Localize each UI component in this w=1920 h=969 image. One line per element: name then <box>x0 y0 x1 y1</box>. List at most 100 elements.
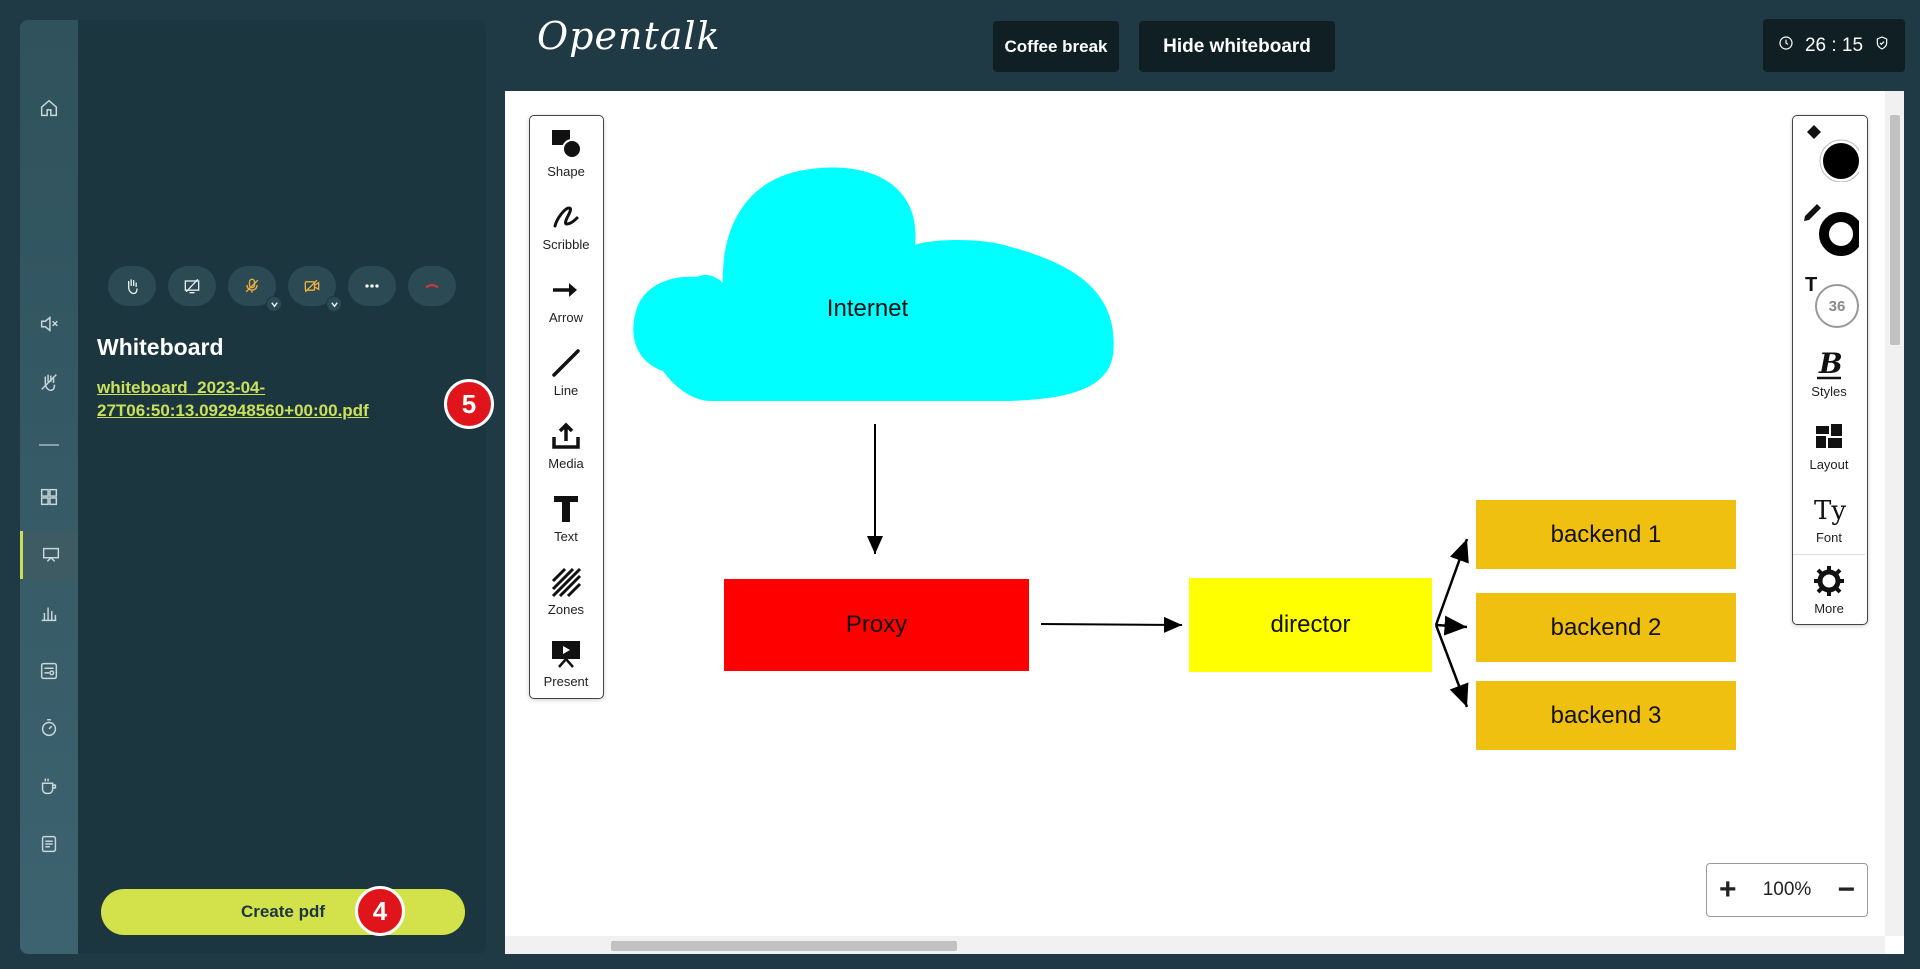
styles-button[interactable]: B Styles <box>1793 338 1865 408</box>
backend-2-node[interactable]: backend 2 <box>1476 593 1736 662</box>
layout-button[interactable]: Layout <box>1793 411 1865 481</box>
styles-label: Styles <box>1811 384 1847 399</box>
statistics-icon[interactable] <box>20 589 78 637</box>
stroke-color-picker[interactable] <box>1793 190 1865 264</box>
arrow-icon <box>553 283 577 297</box>
fill-color-picker[interactable] <box>1793 116 1865 190</box>
line-icon <box>552 349 580 377</box>
speaker-muted-icon[interactable] <box>20 300 78 348</box>
bold-italic-icon: B <box>1817 347 1843 380</box>
arrow-director-backend-3[interactable] <box>1434 624 1469 708</box>
call-controls <box>108 266 456 312</box>
protocol-icon[interactable] <box>20 820 78 868</box>
text-tool[interactable]: Text <box>530 483 602 553</box>
arrow-tool[interactable]: Arrow <box>530 264 602 334</box>
coffee-break-label: Coffee break <box>1004 36 1108 56</box>
zones-icon <box>551 567 582 598</box>
zoom-in-button[interactable]: + <box>1719 873 1737 906</box>
whiteboard-panel: Whiteboard whiteboard_2023-04-27T06:50:1… <box>78 20 494 954</box>
paint-bucket-icon <box>1807 124 1859 182</box>
chevron-down-icon[interactable] <box>266 296 282 312</box>
create-pdf-button[interactable]: Create pdf <box>101 889 465 935</box>
proxy-node[interactable]: Proxy <box>724 579 1029 671</box>
font-size-picker[interactable]: T 36 <box>1793 266 1865 336</box>
diagram-connectors <box>867 424 1469 708</box>
internet-cloud-shape[interactable] <box>631 165 1115 411</box>
rail-divider <box>39 444 59 446</box>
svg-text:Ty: Ty <box>1814 496 1846 526</box>
more-button[interactable]: More <box>1793 554 1865 624</box>
annotation-badge-5: 5 <box>444 379 494 429</box>
poll-icon[interactable] <box>20 647 78 695</box>
shape-icon <box>552 130 582 159</box>
coffee-break-button[interactable]: Coffee break <box>993 21 1119 72</box>
zoom-out-button[interactable]: − <box>1837 873 1855 906</box>
arrow-director-backend-2[interactable] <box>1435 615 1468 636</box>
horizontal-scroll-thumb[interactable] <box>611 941 957 951</box>
opentalk-logo: Opentalk <box>537 14 721 58</box>
hide-whiteboard-label: Hide whiteboard <box>1163 35 1311 57</box>
camera-off-button[interactable] <box>288 266 342 312</box>
tool-label: Shape <box>547 164 585 179</box>
text-size-icon: T <box>1805 274 1818 296</box>
create-pdf-label: Create pdf <box>240 902 326 921</box>
layout-label: Layout <box>1809 457 1849 472</box>
scribble-icon <box>553 206 579 228</box>
microphone-off-button[interactable] <box>228 266 282 312</box>
tools-toolbar: Shape Scribble Arrow Line Media Text Zon… <box>529 115 604 699</box>
present-tool[interactable]: Present <box>530 628 602 698</box>
svg-text:B: B <box>1818 347 1843 380</box>
horizontal-scrollbar[interactable] <box>505 936 1885 954</box>
pencil-icon <box>1804 203 1859 256</box>
grid-view-icon[interactable] <box>20 473 78 521</box>
scribble-tool[interactable]: Scribble <box>530 191 602 261</box>
coffee-icon[interactable] <box>20 762 78 810</box>
home-icon[interactable] <box>20 84 78 132</box>
arrow-director-backend-1[interactable] <box>1434 538 1469 626</box>
media-icon <box>552 422 580 449</box>
properties-toolbar: T 36 B Styles Layout Ty Font More <box>1792 115 1868 625</box>
backend-1-node[interactable]: backend 1 <box>1476 500 1736 569</box>
internet-label: Internet <box>826 295 909 322</box>
tool-label: Arrow <box>549 310 583 325</box>
whiteboard-icon[interactable] <box>20 531 78 579</box>
director-node[interactable]: director <box>1189 578 1432 672</box>
gear-icon <box>1814 565 1844 596</box>
more-label: More <box>1814 600 1844 616</box>
tool-label: Zones <box>547 602 585 617</box>
timer-value: 26 : 15 <box>1804 34 1864 56</box>
meeting-timer: 26 : 15 <box>1763 19 1905 72</box>
raise-hand-button[interactable] <box>108 266 156 306</box>
vertical-scroll-thumb[interactable] <box>1890 115 1900 345</box>
cloud-path <box>633 167 1114 401</box>
vertical-scrollbar[interactable] <box>1885 91 1904 936</box>
zoom-control: + 100% − <box>1706 863 1868 917</box>
layout-icon <box>1816 424 1842 448</box>
timer-icon[interactable] <box>20 704 78 752</box>
zones-tool[interactable]: Zones <box>530 556 602 626</box>
tool-label: Present <box>543 674 589 689</box>
arrow-proxy-director[interactable] <box>1040 616 1183 633</box>
hide-whiteboard-button[interactable]: Hide whiteboard <box>1139 21 1335 72</box>
tool-label: Text <box>554 529 578 544</box>
font-size-value: 36 <box>1815 284 1859 328</box>
chevron-down-icon[interactable] <box>326 296 342 312</box>
media-tool[interactable]: Media <box>530 410 602 480</box>
font-button[interactable]: Ty Font <box>1793 484 1865 554</box>
pdf-download-link[interactable]: whiteboard_2023-04-27T06:50:13.092948560… <box>97 378 369 420</box>
screen-share-off-button[interactable] <box>168 266 216 306</box>
annotation-badge-4: 4 <box>355 886 405 936</box>
whiteboard-canvas[interactable]: Shape Scribble Arrow Line Media Text Zon… <box>505 91 1904 954</box>
clock-icon <box>1778 35 1794 57</box>
zoom-level: 100% <box>1762 879 1812 900</box>
font-label: Font <box>1815 530 1842 545</box>
hand-off-icon[interactable] <box>20 358 78 406</box>
shape-tool[interactable]: Shape <box>530 118 602 188</box>
more-options-button[interactable] <box>348 266 396 306</box>
tool-label: Line <box>553 383 579 398</box>
tool-label: Scribble <box>542 237 590 252</box>
backend-3-node[interactable]: backend 3 <box>1476 681 1736 750</box>
nav-rail <box>20 20 78 954</box>
line-tool[interactable]: Line <box>530 337 602 407</box>
end-call-button[interactable] <box>408 266 456 306</box>
